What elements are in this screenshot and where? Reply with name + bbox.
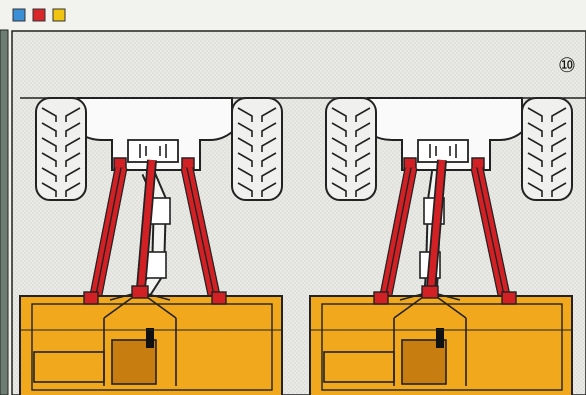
implement-inner [31,303,273,391]
left-lower-link [379,167,417,301]
left-rear-tire-tread [355,137,371,152]
right-rear-tire-tread [261,167,277,182]
left-rear-tire-tread [41,152,57,167]
right-rear-tire-tread [237,137,253,152]
left-rear-tire-tread [331,137,347,152]
left-rear-tire-tread [41,137,57,152]
right-hitch-point [501,291,517,305]
right-rear-tire-tread [551,182,567,197]
legend-squares [12,8,66,22]
left-rear-tire-tread [355,167,371,182]
left-rear-tire-tread [65,182,81,197]
left-rear-tire-body [35,97,87,201]
left-rear-tire-tread [331,152,347,167]
right-rear-tire-tread [527,107,543,122]
right-rear-tire-tread [261,182,277,197]
right-rear-tire-tread [237,107,253,122]
left-rear-tire [35,97,87,201]
left-rear-tire-tread [65,167,81,182]
figure-number: ⑩ [558,53,576,77]
hitch-block [417,139,469,163]
gearbox-input [436,328,444,348]
left-hitch-point [373,291,389,305]
right-hitch-point [211,291,227,305]
right-rear-tire-tread [551,152,567,167]
hitch-block [127,139,179,163]
left-rear-tire-tread [331,107,347,122]
implement-gear-housing [323,351,395,383]
right-rear-tire [521,97,573,201]
left-rear-tire-tread [331,182,347,197]
gearbox-input [146,328,154,348]
right-rear-tire-tread [527,167,543,182]
right-rear-tire-tread [261,107,277,122]
right-rear-tire-tread [261,137,277,152]
top-hitch-point [131,285,149,299]
right-rear-tire-tread [527,152,543,167]
right-rear-tire-body [231,97,283,201]
right-hitch-view [309,97,573,395]
right-rear-tire-tread [551,137,567,152]
left-rear-tire-tread [331,122,347,137]
blue-square [12,8,26,22]
right-rear-tire-tread [237,167,253,182]
red-square [32,8,46,22]
pto-guard-lower [145,251,167,279]
right-rear-tire-tread [527,182,543,197]
right-rear-tire-tread [551,122,567,137]
left-rear-tire-tread [355,122,371,137]
left-rear-tire-tread [41,182,57,197]
right-rear-tire-tread [237,152,253,167]
left-rear-tire-body [325,97,377,201]
top-hitch-point [421,285,439,299]
left-rear-tire-tread [355,182,371,197]
left-rear-tire-tread [65,122,81,137]
right-lower-link [471,167,511,301]
right-rear-tire-tread [261,152,277,167]
right-rear-tire-body [521,97,573,201]
left-rear-tire-tread [355,152,371,167]
top-link [426,159,446,301]
left-rear-tire-tread [41,122,57,137]
right-lower-link [181,167,221,301]
right-rear-tire-tread [551,107,567,122]
left-rear-tire-tread [65,137,81,152]
left-hitch-view [19,97,283,395]
left-rear-tire-tread [331,167,347,182]
left-lower-link [89,167,127,301]
implement-inner [321,303,563,391]
implement-gear-housing [33,351,105,383]
left-rear-tire [325,97,377,201]
left-hitch-point [83,291,99,305]
right-rear-tire-tread [261,122,277,137]
left-rear-tire-tread [355,107,371,122]
left-edge-strip [0,30,8,395]
left-rear-tire-tread [41,167,57,182]
yellow-square [52,8,66,22]
top-link [136,159,156,301]
right-rear-tire-tread [237,122,253,137]
right-rear-tire [231,97,283,201]
right-rear-tire-tread [527,122,543,137]
left-rear-tire-tread [65,107,81,122]
right-rear-tire-tread [551,167,567,182]
hitch-pin [429,144,457,158]
left-rear-tire-tread [41,107,57,122]
hitch-pin [139,144,167,158]
left-rear-tire-tread [65,152,81,167]
right-rear-tire-tread [237,182,253,197]
right-rear-tire-tread [527,137,543,152]
